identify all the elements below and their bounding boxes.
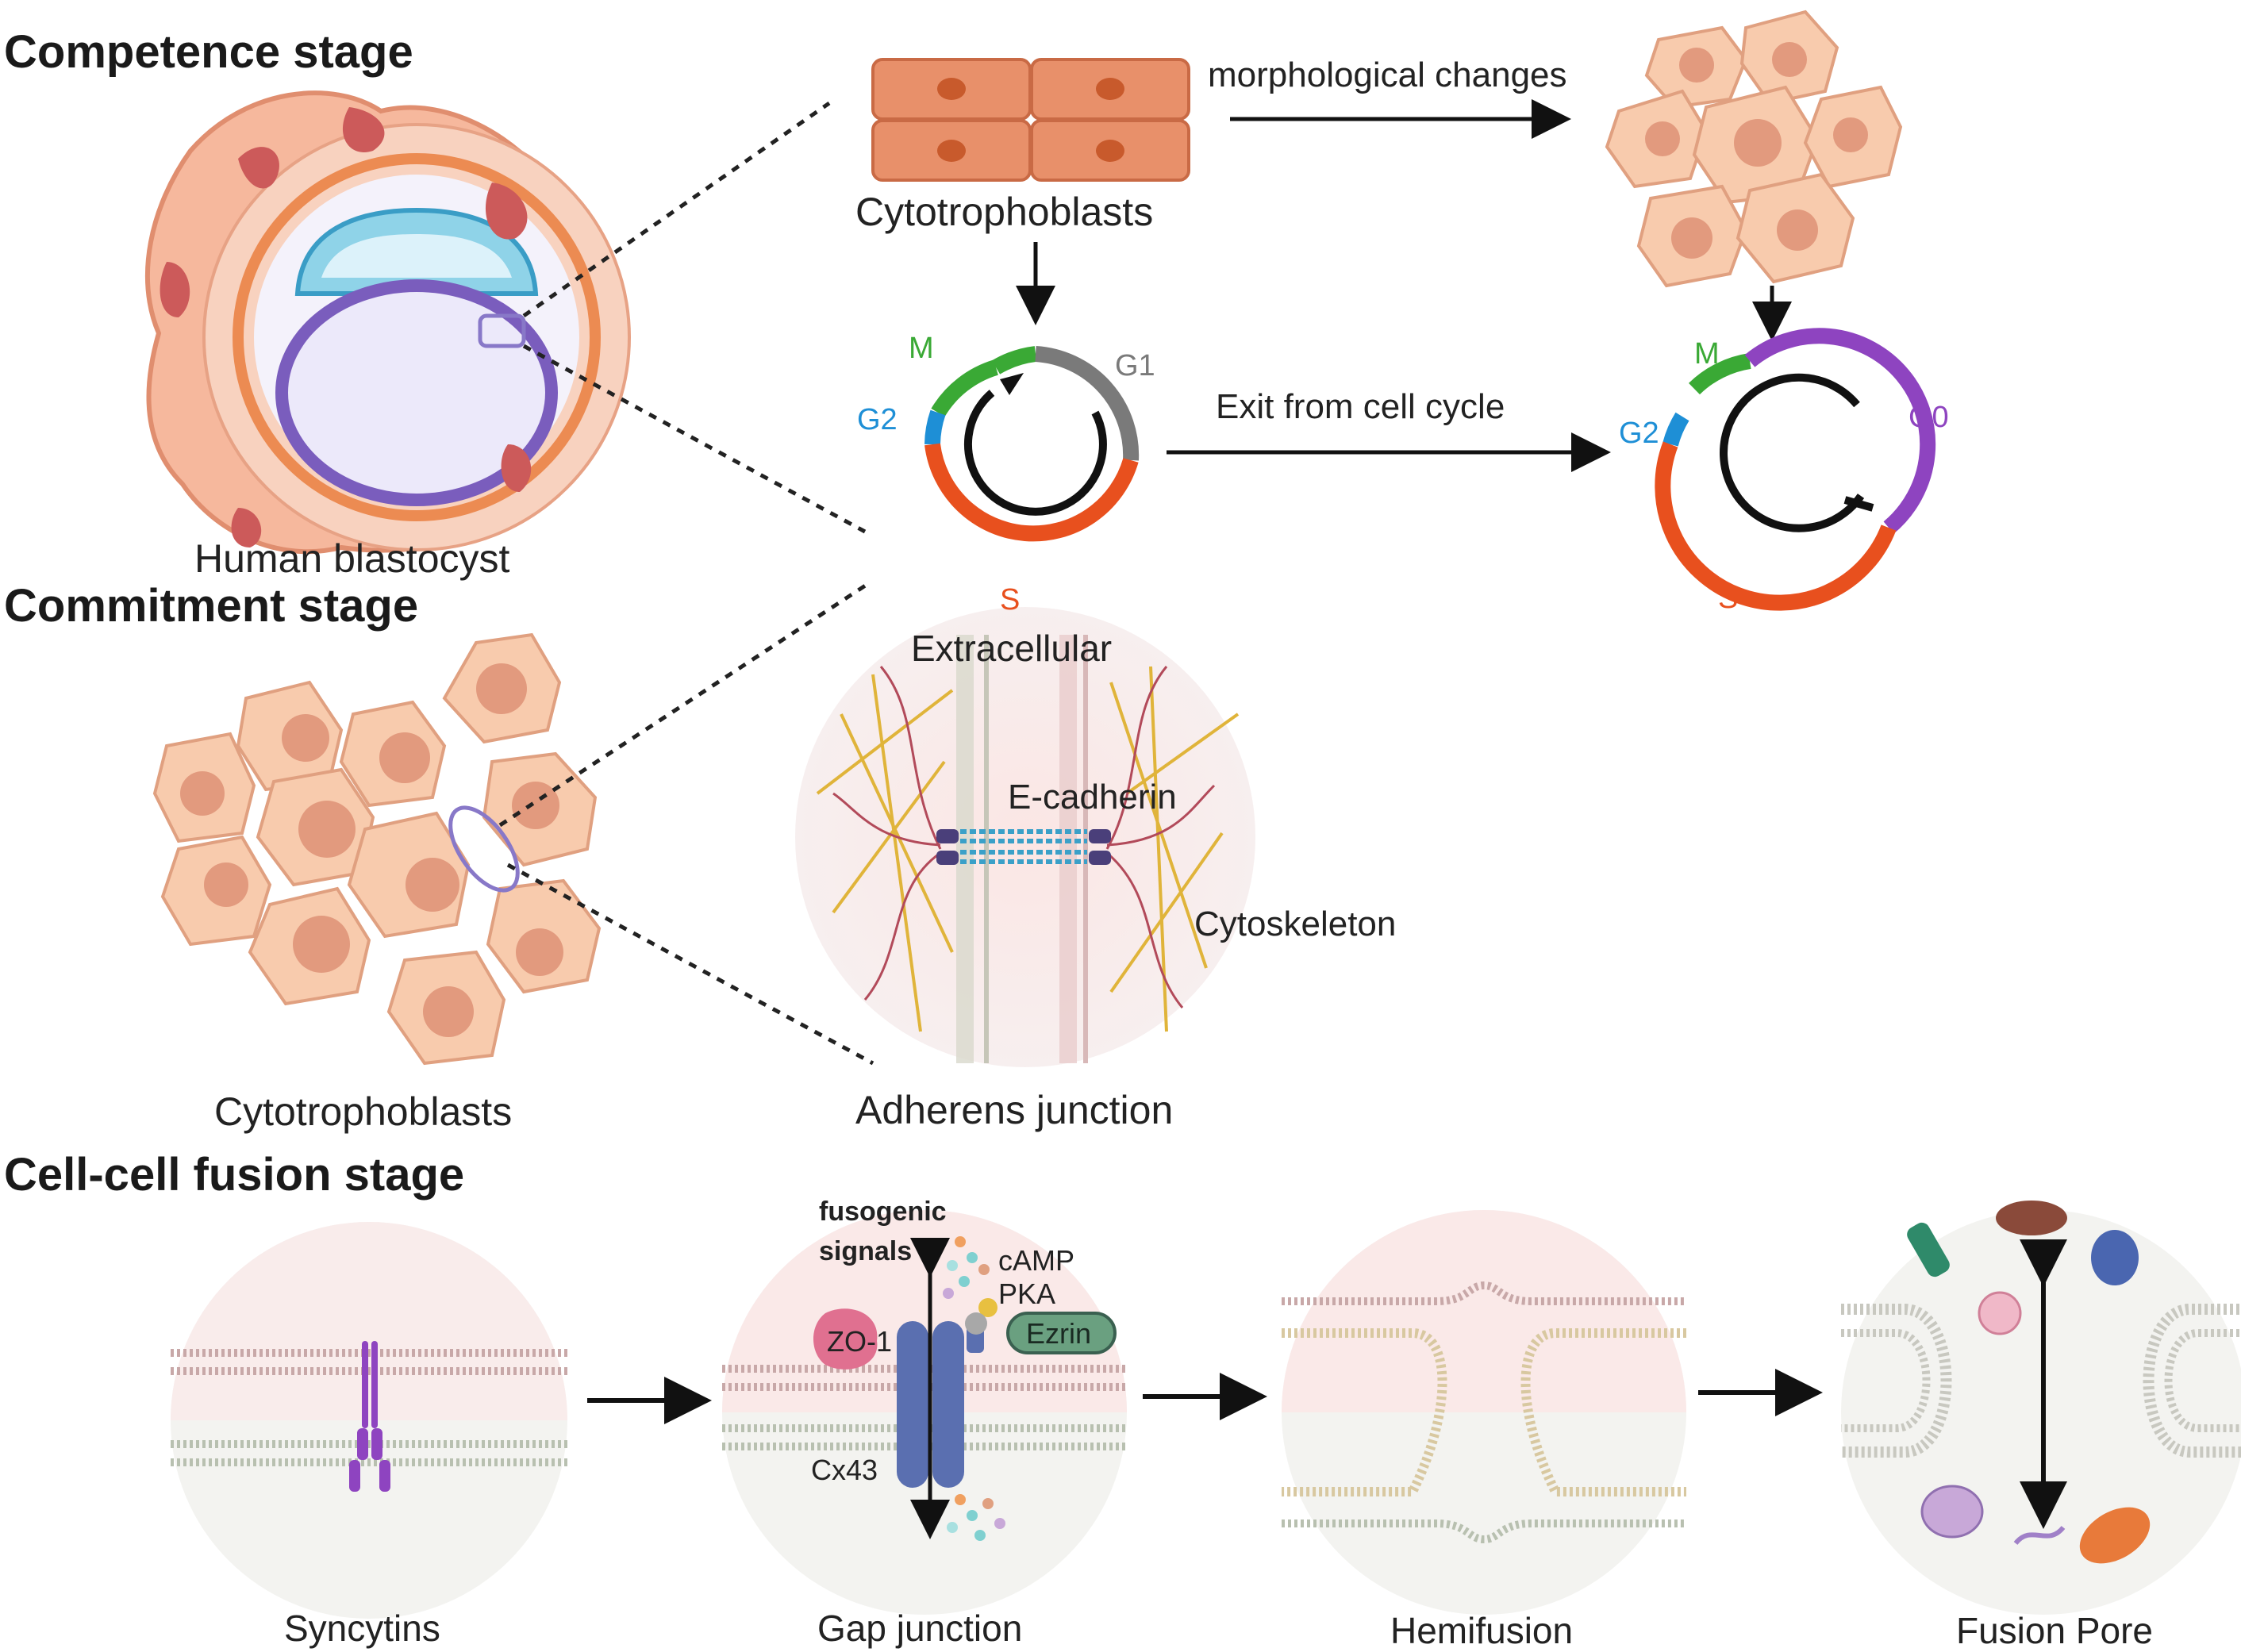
- fusion-pore-illustration: [1841, 1201, 2241, 1615]
- caption-fusion-pore: Fusion Pore: [1956, 1610, 2154, 1651]
- cell-cycle-left: [924, 346, 1140, 542]
- label-ezrin: Ezrin: [1026, 1317, 1092, 1350]
- phase-m-right: M: [1694, 337, 1720, 371]
- phase-g1-left: G1: [1115, 349, 1155, 382]
- caption-syncytins: Syncytins: [284, 1608, 440, 1649]
- label-fusogenic: fusogenic: [819, 1197, 947, 1227]
- stage-title-competence: Competence stage: [4, 26, 413, 78]
- syncytins-illustration: [171, 1222, 567, 1619]
- label-cx43: Cx43: [811, 1454, 878, 1486]
- label-human-blastocyst: Human blastocyst: [194, 536, 510, 581]
- phase-m-left: M: [909, 332, 934, 365]
- phase-s-left: S: [1000, 583, 1021, 617]
- label-exit-cell-cycle: Exit from cell cycle: [1216, 387, 1505, 426]
- zoom-line: [498, 581, 871, 828]
- stage-title-fusion: Cell-cell fusion stage: [4, 1149, 465, 1201]
- label-cytoskeleton: Cytoskeleton: [1194, 905, 1397, 943]
- label-e-cadherin: E-cadherin: [1008, 778, 1177, 816]
- gap-junction-illustration: [722, 1210, 1127, 1615]
- cytotrophoblast-layer: [871, 58, 1190, 182]
- phase-g2-left: G2: [857, 403, 898, 436]
- phase-g0-right: G0: [1909, 401, 1949, 434]
- blastocyst-illustration: [144, 90, 631, 555]
- label-camp: cAMP: [998, 1244, 1075, 1277]
- stage-title-commitment: Commitment stage: [4, 580, 419, 632]
- label-cytotrophoblasts-mid: Cytotrophoblasts: [214, 1089, 513, 1134]
- differentiated-cell-cluster: [1605, 10, 1903, 288]
- label-pka: PKA: [998, 1277, 1056, 1310]
- label-signals: signals: [819, 1236, 913, 1266]
- hemifusion-illustration: [1282, 1210, 1686, 1615]
- label-cytotrophoblasts-top: Cytotrophoblasts: [855, 190, 1154, 234]
- phase-g2-right: G2: [1619, 417, 1659, 450]
- cell-cycle-right: [1655, 328, 1936, 611]
- zoom-line: [506, 862, 874, 1066]
- commitment-cell-cluster: [152, 632, 602, 1066]
- caption-hemifusion: Hemifusion: [1390, 1610, 1574, 1651]
- caption-gap-junction: Gap junction: [817, 1608, 1023, 1649]
- label-adherens-junction: Adherens junction: [855, 1088, 1174, 1132]
- label-zo1: ZO-1: [827, 1325, 893, 1358]
- zoom-line: [522, 344, 867, 534]
- adherens-junction-illustration: [795, 607, 1255, 1067]
- label-morphological-changes: morphological changes: [1208, 56, 1567, 94]
- label-extracellular: Extracellular: [911, 628, 1113, 669]
- phase-s-right: S: [1718, 582, 1739, 615]
